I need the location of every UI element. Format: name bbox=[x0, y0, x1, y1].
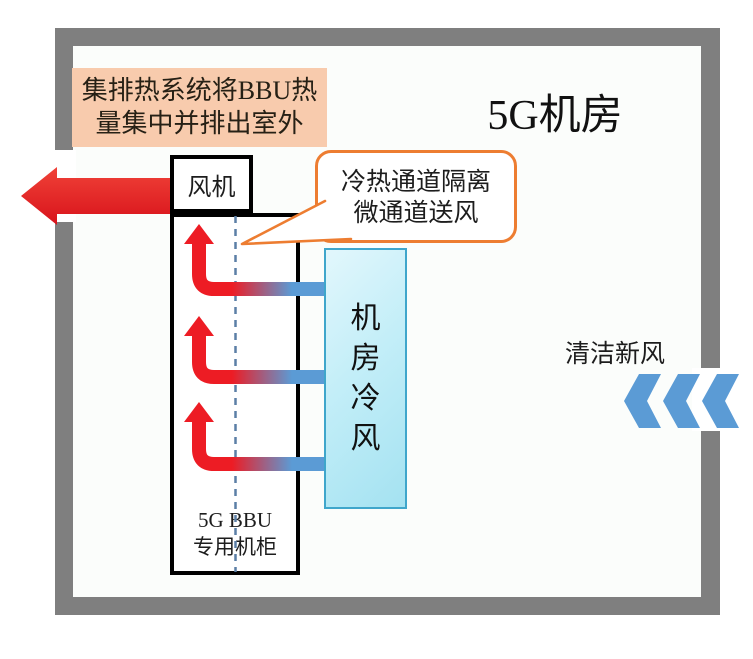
fan-box-label: 风机 bbox=[187, 174, 236, 201]
cold-air-box: 机房冷风 bbox=[324, 248, 407, 509]
heat-exhaust-callout: 集排热系统将BBU热 量集中并排出室外 bbox=[72, 68, 327, 147]
wall-opening-exhaust bbox=[50, 150, 76, 222]
room-title: 5G机房 bbox=[487, 93, 623, 139]
fan-box: 风机 bbox=[170, 155, 253, 213]
airflow-bubble: 冷热通道隔离 微通道送风 bbox=[315, 150, 517, 243]
heat-exhaust-callout-line2: 量集中并排出室外 bbox=[95, 109, 304, 138]
room-wall-left bbox=[55, 28, 73, 615]
bbu-cabinet-label-line2: 专用机柜 bbox=[193, 535, 277, 559]
room-wall-bottom bbox=[55, 597, 720, 615]
heat-exhaust-callout-line1: 集排热系统将BBU热 bbox=[81, 76, 318, 105]
bbu-cabinet-label: 5G BBU 专用机柜 bbox=[174, 507, 296, 561]
wall-opening-fresh-air bbox=[692, 368, 723, 431]
airflow-bubble-line2: 微通道送风 bbox=[353, 200, 479, 227]
room-wall-top bbox=[55, 28, 720, 46]
bbu-cabinet-label-line1: 5G BBU bbox=[197, 508, 273, 532]
airflow-bubble-line1: 冷热通道隔离 bbox=[340, 169, 491, 196]
fresh-air-label: 清洁新风 bbox=[564, 341, 665, 368]
room-wall-right bbox=[701, 28, 720, 615]
cold-air-box-label: 机房冷风 bbox=[350, 301, 381, 455]
bbu-cabinet: 5G BBU 专用机柜 bbox=[170, 213, 300, 575]
